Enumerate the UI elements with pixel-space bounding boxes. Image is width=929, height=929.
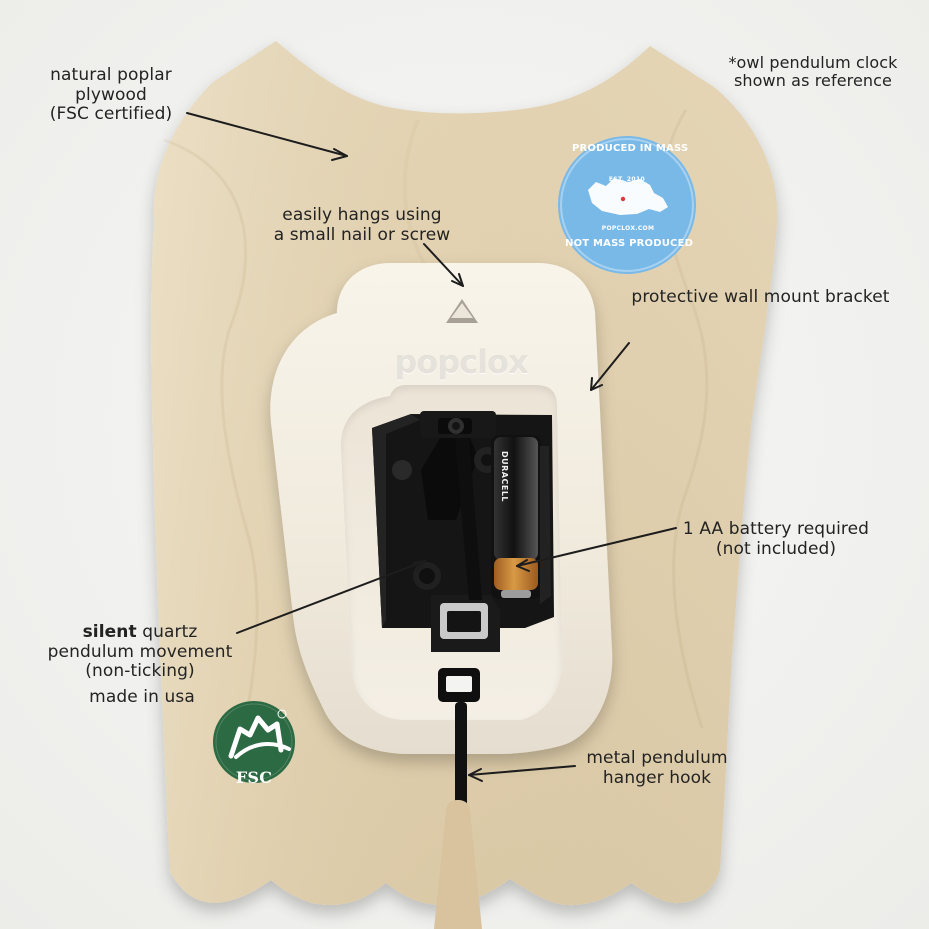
stamp-est-text: EST. 2010 [608,176,646,183]
callout-natural-poplar-line [186,112,348,157]
callout-movement-arrow [413,560,426,571]
stamp-site-text: POPCLOX.COM [601,225,655,232]
movement-lead: silent [82,622,137,642]
battery-note: 1 AA battery required (not included) [666,519,886,559]
movement-rest-1: quartz [136,622,198,642]
fsc-badge [213,701,295,783]
callout-battery-arrow [516,559,530,572]
movement-line-2: pendulum movement [47,641,233,662]
callout-hook-arrow [468,768,483,782]
made-line-1: made in usa [89,687,195,707]
bracket-brand-text: popclox [394,343,528,381]
callout-natural-poplar-arrow [331,148,348,161]
callout-battery-line [516,527,677,567]
battery-brand: DURACELL [500,451,509,503]
bracket-note: protective wall mount bracket [613,287,908,308]
hang-line-1: easily hangs using [282,205,442,225]
made-in-usa-note: made in usa [82,687,202,708]
reference-line-1: *owl pendulum clock [728,53,898,72]
natural-poplar-line-3: (FSC certified) [49,104,173,125]
bracket-line-1: protective wall mount bracket [631,287,890,307]
callout-hang-line [423,243,464,287]
natural-poplar-line-2: plywood [75,84,147,105]
callout-lines [186,112,677,782]
hook-line-2: hanger hook [602,767,712,788]
hook-line-1: metal pendulum [586,748,728,768]
callout-bracket-line [590,342,630,391]
stamp-bottom-text: NOT MASS PRODUCED [565,238,694,249]
hang-note: easily hangs using a small nail or screw [252,205,472,245]
movement-line-3: (non-ticking) [85,661,195,682]
callout-movement-line [236,560,426,634]
fsc-label: FSC [235,768,273,787]
reference-line-2: shown as reference [733,71,892,91]
battery-line-2: (not included) [715,538,837,559]
callout-bracket-arrow [590,377,603,391]
reference-note: *owl pendulum clock shown as reference [718,53,908,91]
movement-note: silent quartz pendulum movement (non-tic… [34,622,246,682]
quartz-movement [372,411,554,652]
hook-note: metal pendulum hanger hook [577,748,737,788]
hang-line-2: a small nail or screw [273,224,451,245]
movement-line-1: silent quartz [34,622,246,643]
callout-hang-arrow [451,273,464,287]
produced-in-mass-stamp [558,136,696,274]
battery-line-1: 1 AA battery required [682,519,870,539]
natural-poplar-note: natural poplar plywood (FSC certified) [36,65,186,125]
callout-hook-line [468,765,576,776]
natural-poplar-line-1: natural poplar [50,65,172,85]
stamp-top-text: PRODUCED IN MASS [572,143,689,154]
pendulum-hook [434,668,482,929]
